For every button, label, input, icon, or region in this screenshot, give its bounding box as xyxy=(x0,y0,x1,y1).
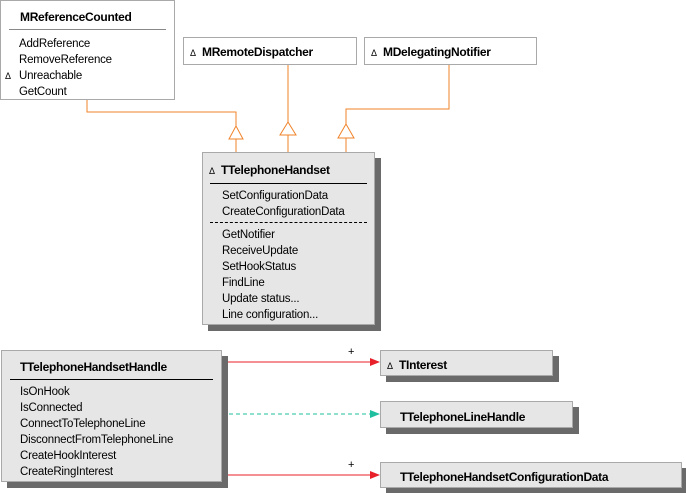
operation-label: Unreachable xyxy=(19,70,83,82)
association-label-configuration-data: + xyxy=(348,459,355,471)
compartment-divider-dashed xyxy=(210,222,367,223)
operation-label: GetCount xyxy=(19,86,67,98)
operation: ReceiveUpdate xyxy=(222,245,299,257)
operation: CreateConfigurationData xyxy=(222,206,345,218)
class-name: TTelephoneLineHandle xyxy=(400,410,526,424)
operations-group-general: GetNotifier ReceiveUpdate SetHookStatus … xyxy=(203,223,374,323)
class-tinterest[interactable]: Δ TInterest xyxy=(380,350,553,376)
association-label-interest: + xyxy=(348,346,355,358)
class-ttelephonehandsetconfigurationdata[interactable]: TTelephoneHandsetConfigurationData xyxy=(380,462,682,488)
class-name: MRemoteDispatcher xyxy=(202,45,313,59)
operation: AddReference xyxy=(1,36,174,52)
operation: GetCount xyxy=(1,84,174,100)
inheritance-triangle-delegating-notifier xyxy=(337,122,355,139)
operation: GetNotifier xyxy=(222,229,275,241)
operations-list: IsOnHook IsConnected ConnectToTelephoneL… xyxy=(2,380,221,480)
class-ttelephonehandsethandle[interactable]: TTelephoneHandsetHandle IsOnHook IsConne… xyxy=(1,350,222,482)
operation: SetConfigurationData xyxy=(222,190,328,202)
compartment-divider xyxy=(210,183,367,184)
inheritance-triangle-remote-dispatcher xyxy=(279,121,297,136)
operation: Δ Unreachable xyxy=(1,68,174,84)
class-mremotedispatcher[interactable]: Δ MRemoteDispatcher xyxy=(183,37,357,65)
abstract-marker-icon: Δ xyxy=(387,361,393,371)
class-name: TTelephoneHandsetConfigurationData xyxy=(400,470,609,484)
operations-list: AddReference RemoveReference Δ Unreachabl… xyxy=(1,30,174,100)
inheritance-line-delegating-notifier xyxy=(345,64,450,124)
operation: IsConnected xyxy=(20,402,83,414)
class-name: TTelephoneHandsetHandle xyxy=(20,360,167,374)
inheritance-line-reference-counted xyxy=(86,100,237,140)
abstract-marker-icon: Δ xyxy=(190,48,196,58)
operation: Line configuration... xyxy=(222,309,319,321)
operation: CreateHookInterest xyxy=(20,450,117,462)
compartment-divider xyxy=(9,29,166,30)
class-ttelephonehandset[interactable]: Δ TTelephoneHandset SetConfigurationData … xyxy=(202,152,375,325)
operation: DisconnectFromTelephoneLine xyxy=(20,434,174,446)
abstract-marker-icon: Δ xyxy=(5,71,11,81)
operations-group-configuration: SetConfigurationData CreateConfiguration… xyxy=(203,184,374,220)
operation: FindLine xyxy=(222,277,265,289)
abstract-marker-icon: Δ xyxy=(371,48,377,58)
operation: RemoveReference xyxy=(1,52,174,68)
class-ttelephonelinehandle[interactable]: TTelephoneLineHandle xyxy=(380,401,573,428)
compartment-divider xyxy=(10,379,213,380)
class-name: TInterest xyxy=(399,358,447,372)
class-mdelegatingnotifier[interactable]: Δ MDelegatingNotifier xyxy=(364,37,537,65)
inheritance-triangle-reference-counted xyxy=(228,124,244,140)
operation-label: AddReference xyxy=(19,38,91,50)
operation: SetHookStatus xyxy=(222,261,297,273)
class-mreferencecounted[interactable]: MReferenceCounted AddReference RemoveRef… xyxy=(0,0,175,100)
class-name: TTelephoneHandset xyxy=(221,163,330,177)
class-name: MDelegatingNotifier xyxy=(383,45,491,59)
operation: IsOnHook xyxy=(20,386,70,398)
operation: Update status... xyxy=(222,293,300,305)
operation: CreateRingInterest xyxy=(20,466,113,478)
operation-label: RemoveReference xyxy=(19,54,112,66)
operation: ConnectToTelephoneLine xyxy=(20,418,146,430)
class-name: MReferenceCounted xyxy=(20,10,132,24)
abstract-marker-icon: Δ xyxy=(209,166,215,176)
